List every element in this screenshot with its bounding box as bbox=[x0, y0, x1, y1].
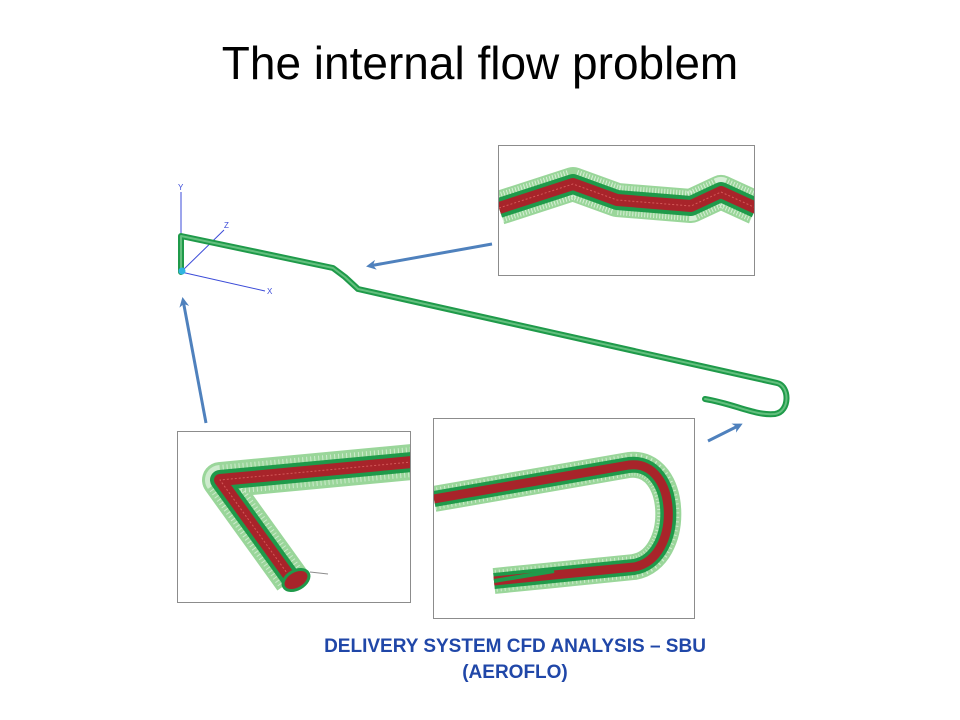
inset-return-bend-detail bbox=[433, 418, 695, 619]
y-axis-label: Y bbox=[178, 183, 184, 192]
x-axis-label: X bbox=[267, 287, 273, 296]
callout-arrow-top bbox=[366, 242, 493, 270]
z-axis-label: Z bbox=[224, 221, 229, 230]
delivery-pipe bbox=[178, 233, 790, 418]
slide-title: The internal flow problem bbox=[221, 37, 739, 89]
slide-caption: DELIVERY SYSTEM CFD ANALYSIS – SBU (AERO… bbox=[230, 634, 800, 685]
caption-line-1: DELIVERY SYSTEM CFD ANALYSIS – SBU bbox=[324, 636, 706, 657]
caption-line-2: (AEROFLO) bbox=[462, 661, 568, 683]
callout-arrow-left bbox=[179, 297, 208, 424]
inset-inlet-detail bbox=[177, 431, 411, 603]
inset-kink-detail bbox=[498, 145, 755, 276]
callout-arrow-right bbox=[707, 423, 743, 443]
